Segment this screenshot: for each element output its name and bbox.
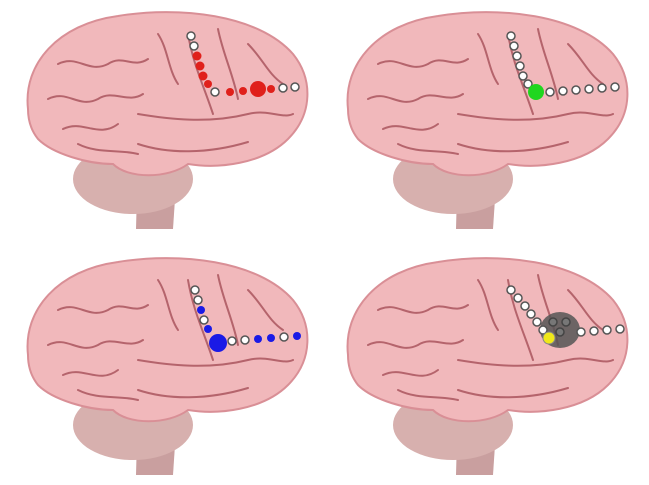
electrode-dot — [590, 327, 598, 335]
electrode-dot-active — [226, 88, 234, 96]
brain-panel-bottom-left — [18, 250, 318, 480]
electrode-dot — [507, 32, 515, 40]
brain-illustration — [18, 250, 318, 480]
electrode-dot-active — [197, 306, 205, 314]
electrode-dot — [211, 88, 219, 96]
electrode-dot — [616, 325, 624, 333]
electrode-dot — [585, 85, 593, 93]
electrode-dot-lesion — [549, 318, 557, 326]
electrode-dot — [241, 336, 249, 344]
electrode-dot-focus — [528, 84, 544, 100]
electrode-dot-active — [196, 62, 205, 71]
brain-illustration — [338, 4, 638, 234]
electrode-dot-active — [254, 335, 262, 343]
electrode-dot-active — [293, 332, 301, 340]
electrode-dot-focus — [209, 334, 227, 352]
electrode-dot — [514, 294, 522, 302]
electrode-dot-active — [193, 52, 202, 61]
brain-illustration — [338, 250, 638, 480]
electrode-dot — [598, 84, 606, 92]
electrode-dot — [291, 83, 299, 91]
electrode-dot — [187, 32, 195, 40]
brain-panel-top-right — [338, 4, 638, 234]
electrode-dot-focus — [543, 332, 555, 344]
electrode-dot-lesion — [556, 328, 564, 336]
electrode-dot — [527, 310, 535, 318]
electrode-dot-active — [267, 334, 275, 342]
electrode-dot — [546, 88, 554, 96]
electrode-dot — [559, 87, 567, 95]
brain-panel-top-left — [18, 4, 318, 234]
electrode-dot — [521, 302, 529, 310]
electrode-dot — [572, 86, 580, 94]
electrode-dot-lesion — [562, 318, 570, 326]
brain-illustration — [18, 4, 318, 234]
electrode-dot-active — [199, 72, 208, 81]
electrode-dot — [194, 296, 202, 304]
electrode-dot — [519, 72, 527, 80]
electrode-dot-active — [239, 87, 247, 95]
electrode-dot — [603, 326, 611, 334]
electrode-dot — [280, 333, 288, 341]
electrode-dot — [577, 328, 585, 336]
electrode-dot-active — [204, 80, 212, 88]
electrode-dot — [533, 318, 541, 326]
electrode-dot — [200, 316, 208, 324]
electrode-dot — [190, 42, 198, 50]
electrode-dot — [191, 286, 199, 294]
electrode-dot — [513, 52, 521, 60]
electrode-dot — [279, 84, 287, 92]
brain-panel-bottom-right — [338, 250, 638, 480]
electrode-dot — [510, 42, 518, 50]
electrode-dot — [507, 286, 515, 294]
electrode-dot — [611, 83, 619, 91]
electrode-dot — [516, 62, 524, 70]
electrode-dot — [228, 337, 236, 345]
electrode-dot-focus — [250, 81, 266, 97]
electrode-dot-active — [267, 85, 275, 93]
electrode-dot-active — [204, 325, 212, 333]
